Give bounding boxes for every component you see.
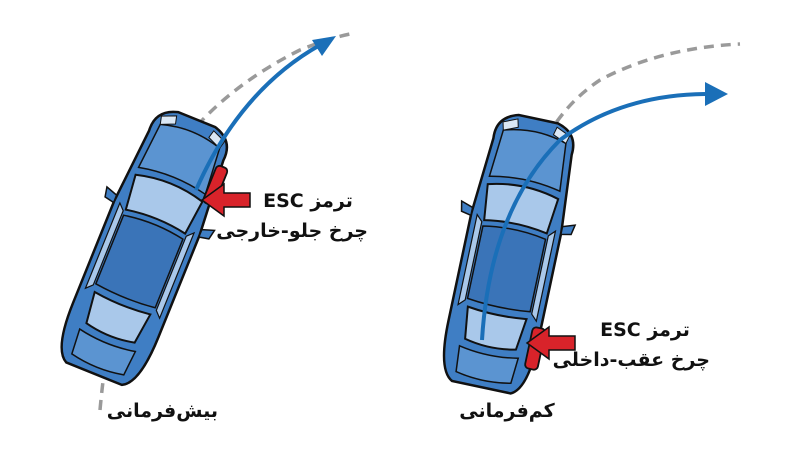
understeer-dashed-path bbox=[523, 42, 741, 201]
oversteer-caption: بیش‌فرمانی bbox=[106, 400, 218, 422]
understeer-esc-label-line1: ترمز ESC bbox=[600, 319, 690, 341]
understeer-caption: کم‌فرمانی bbox=[459, 400, 555, 422]
oversteer-esc-label-line2: چرخ جلو-خارجی bbox=[216, 220, 368, 242]
oversteer-path-arrow bbox=[194, 43, 321, 191]
understeer-path-arrow bbox=[480, 92, 706, 341]
oversteer-esc-label-line1: ترمز ESC bbox=[263, 190, 353, 212]
oversteer-arrowhead bbox=[312, 36, 336, 56]
oversteer-panel bbox=[39, 32, 351, 411]
understeer-esc-label: ترمز ESC چرخ عقب-داخلی bbox=[552, 315, 710, 375]
oversteer-esc-label: ترمز ESC چرخ جلو-خارجی bbox=[216, 186, 368, 246]
understeer-panel bbox=[423, 42, 741, 401]
understeer-arrowhead bbox=[705, 82, 728, 106]
understeer-esc-label-line2: چرخ عقب-داخلی bbox=[552, 349, 710, 371]
